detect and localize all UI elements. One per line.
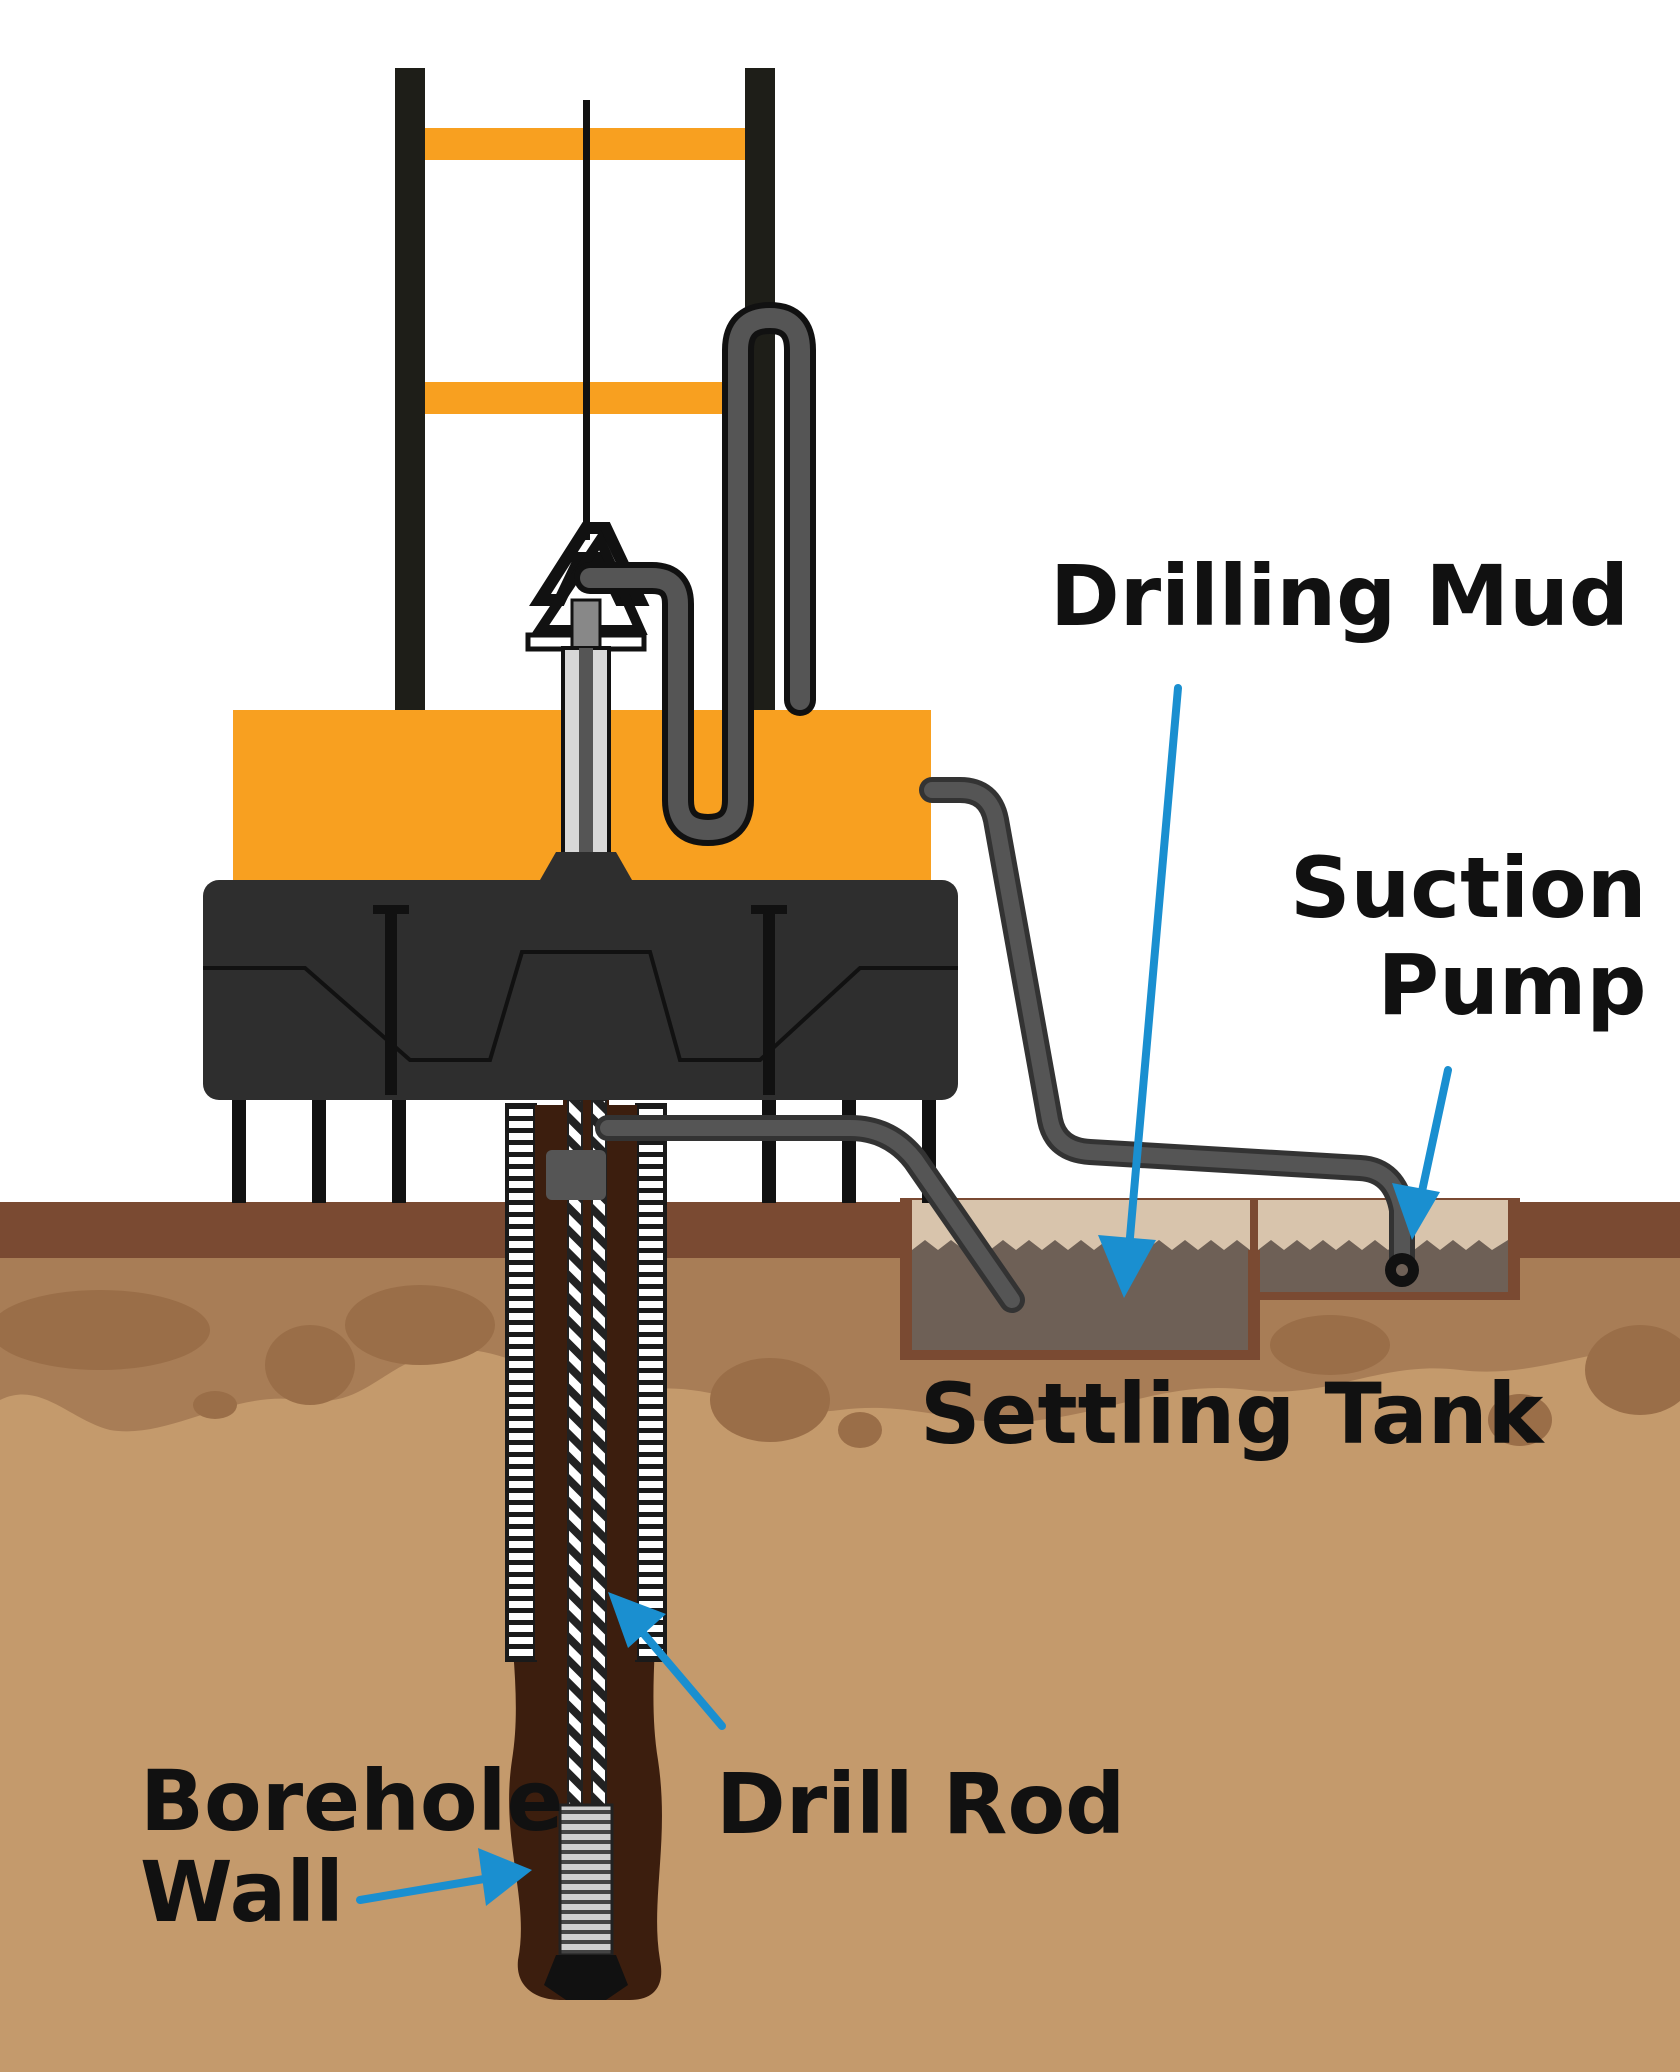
label-borehole-wall-line1: Borehole: [140, 1752, 564, 1850]
tank-mud-right: [1258, 1240, 1508, 1292]
base-post-left: [385, 905, 397, 1095]
label-borehole-wall-line2: Wall: [140, 1842, 344, 1941]
suction-hose: [924, 782, 1410, 1270]
swivel-hose: [580, 308, 810, 840]
base-trim: [203, 950, 958, 1062]
arrow-borehole-wall: [356, 1874, 494, 1904]
ground: [0, 1202, 1680, 2072]
core-barrel: [558, 1803, 614, 1957]
swivel-bail: [529, 522, 650, 606]
label-drill-rod-text: Drill Rod: [716, 1755, 1126, 1853]
base-post-right: [763, 905, 775, 1095]
tank-divider: [1248, 1250, 1260, 1350]
label-suction-pump: Suction Pump: [1290, 840, 1647, 1033]
label-settling-tank-text: Settling Tank: [920, 1365, 1544, 1463]
rod-right-strand: [591, 1099, 607, 1811]
swivel-head: [570, 598, 602, 650]
suction-pump: [1385, 1253, 1419, 1287]
arrow-drilling-mud: [1124, 684, 1182, 1264]
rod-left-strand: [567, 1099, 583, 1811]
drill-bit: [544, 1955, 628, 2000]
label-arrows: [356, 684, 1452, 1906]
pump-inlet: [1396, 1264, 1408, 1276]
arrow-suction-pump: [1414, 1066, 1452, 1214]
return-hose: [600, 1120, 1020, 1308]
soil-blobs: [0, 1285, 1680, 1448]
casing-right: [635, 1103, 667, 1662]
arrow-drill-rod-head: [608, 1592, 666, 1648]
base-body: [203, 880, 958, 1100]
swivel: [525, 522, 650, 860]
casing-left: [505, 1103, 537, 1662]
hoist-cable: [583, 100, 590, 540]
label-drilling-mud: Drilling Mud: [1050, 548, 1629, 645]
tank-mud-left: [912, 1240, 1250, 1350]
rotary-table: [540, 852, 632, 880]
kelly-inner: [579, 648, 593, 858]
rig-base: [203, 852, 958, 1100]
arrow-suction-pump-head: [1392, 1183, 1440, 1240]
drill-rod: [544, 1099, 628, 2000]
label-borehole-wall: Borehole Wall: [140, 1756, 563, 1937]
wellhead-fitting: [546, 1150, 606, 1200]
arrow-drill-rod: [628, 1616, 726, 1730]
arrow-borehole-wall-head: [478, 1848, 532, 1906]
label-drilling-mud-text: Drilling Mud: [1050, 547, 1630, 645]
label-suction-pump-line2: Pump: [1377, 935, 1647, 1034]
arrow-drilling-mud-head: [1098, 1235, 1156, 1298]
label-settling-tank: Settling Tank: [920, 1366, 1543, 1463]
hoses: [574, 302, 1415, 1313]
label-drill-rod: Drill Rod: [716, 1756, 1125, 1853]
label-suction-pump-line1: Suction: [1290, 839, 1647, 937]
